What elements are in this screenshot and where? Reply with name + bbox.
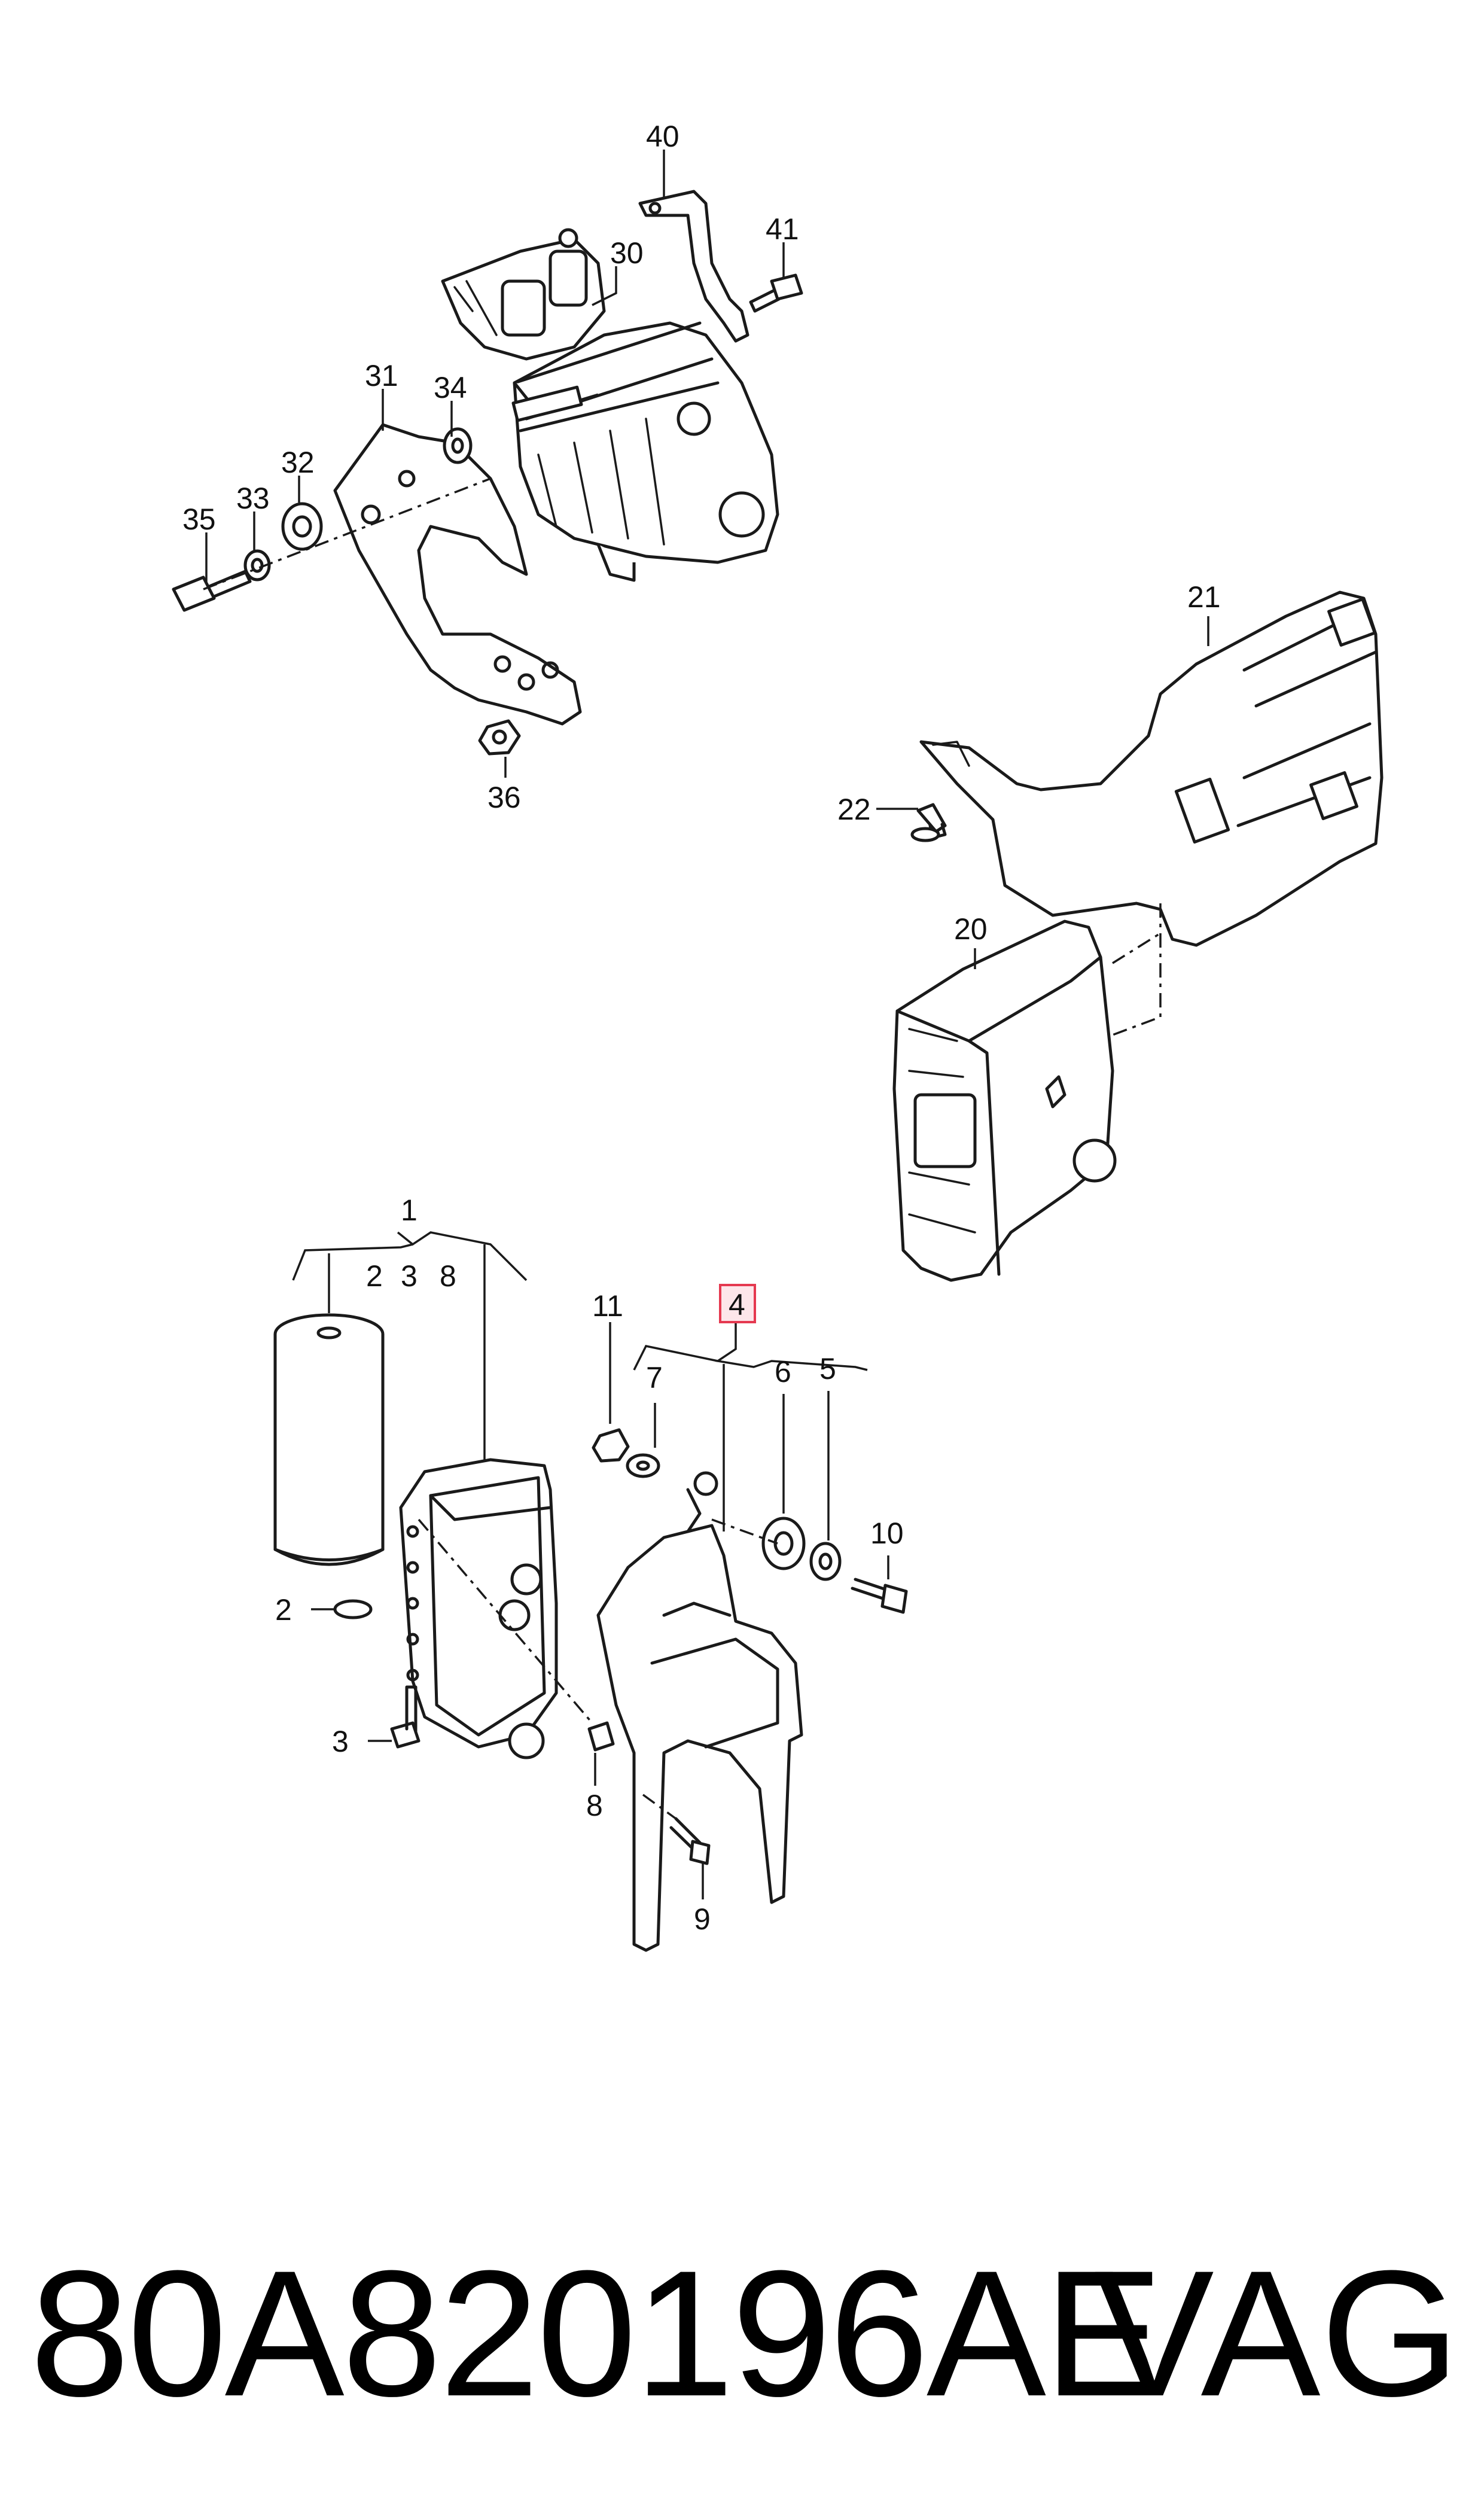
callout-6: 6: [775, 1355, 791, 1389]
bracket-31: [333, 423, 582, 726]
reservoir-30: [441, 228, 779, 582]
bolt-8: [587, 1721, 615, 1752]
filter-assembly: [273, 1313, 908, 1952]
callout-8-top: 8: [440, 1259, 456, 1293]
filter-housing: [399, 1458, 558, 1759]
grommet-32: [281, 502, 323, 551]
bolt-41: [749, 273, 803, 313]
callout-40: 40: [646, 120, 679, 153]
callout-31: 31: [365, 359, 398, 392]
callout-10: 10: [870, 1517, 904, 1550]
bracket-21: [919, 590, 1384, 947]
callout-4: 4: [729, 1288, 745, 1322]
highlight-box-4: [719, 1284, 756, 1323]
callout-41: 41: [766, 212, 799, 246]
nut-36: [478, 719, 521, 756]
bolt-10: [851, 1578, 908, 1614]
part-number: 80A820196AE: [30, 2233, 1163, 2434]
filter-cartridge: [273, 1313, 385, 1566]
callout-2-top: 2: [366, 1259, 383, 1293]
clip-22: [910, 803, 947, 842]
washer-33: [243, 549, 271, 581]
callout-32: 32: [281, 446, 315, 479]
leader-lines: [205, 150, 1209, 1899]
callout-21: 21: [1187, 580, 1221, 614]
callout-3: 3: [332, 1725, 349, 1758]
callout-22: 22: [837, 793, 871, 826]
callout-34: 34: [434, 371, 467, 404]
callout-30: 30: [610, 236, 644, 270]
callout-8: 8: [586, 1789, 603, 1822]
callout-36: 36: [487, 781, 521, 814]
seal-2: [333, 1599, 373, 1619]
washer-5: [809, 1542, 842, 1581]
callout-35: 35: [182, 503, 216, 536]
bolt-9: [669, 1817, 711, 1865]
brand-name: VAG: [1094, 2233, 1460, 2434]
callout-2: 2: [275, 1593, 292, 1627]
callout-11: 11: [592, 1289, 623, 1323]
bolt-3: [390, 1685, 420, 1749]
callout-1: 1: [401, 1193, 418, 1227]
bolt-35: [172, 570, 252, 612]
callout-9: 9: [694, 1902, 711, 1936]
bracket-40: [638, 190, 749, 343]
control-unit-assembly: [892, 590, 1384, 1282]
nut-11: [592, 1428, 630, 1463]
reservoir-assembly: [172, 190, 803, 756]
callout-7: 7: [646, 1361, 663, 1395]
control-unit-20: [892, 919, 1117, 1282]
callout-labels: 40 41 30 31 34 32 33 35 36 21 22 20 1 2 …: [182, 120, 1221, 1936]
callout-20: 20: [954, 912, 988, 946]
callout-5: 5: [819, 1352, 836, 1386]
callout-33: 33: [236, 482, 270, 515]
washer-7: [626, 1453, 660, 1478]
footer-bar: 80A820196AE VAG: [0, 2213, 1484, 2453]
bracket-4: [596, 1471, 803, 1952]
washer-34: [443, 427, 473, 464]
callout-3-top: 3: [401, 1259, 418, 1293]
grommet-6: [761, 1517, 806, 1570]
